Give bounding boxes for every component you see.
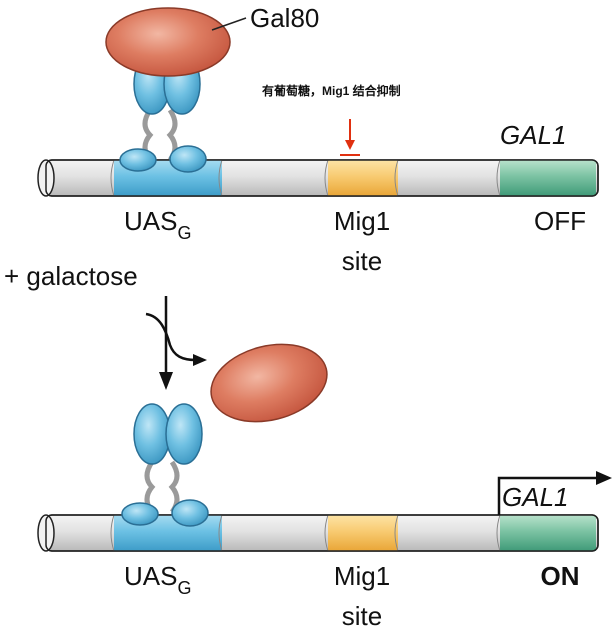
mig1-site-label-top-line2: site [342, 246, 382, 276]
mig1-site-region-bottom [328, 515, 398, 551]
mig1-site-label-bottom-line2: site [342, 601, 382, 631]
gal1-state-off: OFF [534, 206, 586, 236]
gal1-gene-label-bottom: GAL1 [502, 482, 569, 512]
mig1-site-region-top [328, 160, 398, 196]
gal4-dimer-bottom [121, 403, 209, 527]
transition-arrow-head [159, 372, 173, 390]
transition: + galactose [4, 261, 328, 423]
uas-label-top: UASG [124, 206, 191, 243]
gal80-protein-released [210, 343, 328, 423]
gal80-leader-line [211, 17, 247, 31]
bottom-panel: GAL1 UASG Mig1 site ON [37, 403, 612, 631]
glucose-repression-note: 有葡萄糖，Mig1 结合抑制 [262, 83, 401, 98]
uas-label-bottom: UASG [124, 561, 191, 598]
transcription-start-arrow [497, 476, 598, 515]
gal1-gene-label-top: GAL1 [500, 120, 567, 150]
gal80-protein-top [105, 7, 231, 77]
dna-strand-bottom [37, 514, 599, 552]
gal80-label: Gal80 [250, 3, 319, 33]
gal1-state-on: ON [541, 561, 580, 591]
galactose-label: + galactose [4, 261, 138, 291]
mig1-site-label-bottom-line1: Mig1 [334, 561, 390, 591]
mig1-site-label-top-line1: Mig1 [334, 206, 390, 236]
gal1-gene-region-top [500, 160, 596, 196]
gal80-release-curve [145, 312, 197, 362]
transcription-arrow-head [596, 471, 612, 485]
gal1-gene-region-bottom [500, 515, 596, 551]
repression-arrow-head [345, 140, 355, 150]
gal80-release-arrow-head [193, 354, 207, 366]
top-panel: Gal80 有葡萄糖，Mig1 结合抑制 GAL1 UASG Mig1 site… [37, 3, 599, 276]
gal4-dimer-top [119, 53, 207, 173]
